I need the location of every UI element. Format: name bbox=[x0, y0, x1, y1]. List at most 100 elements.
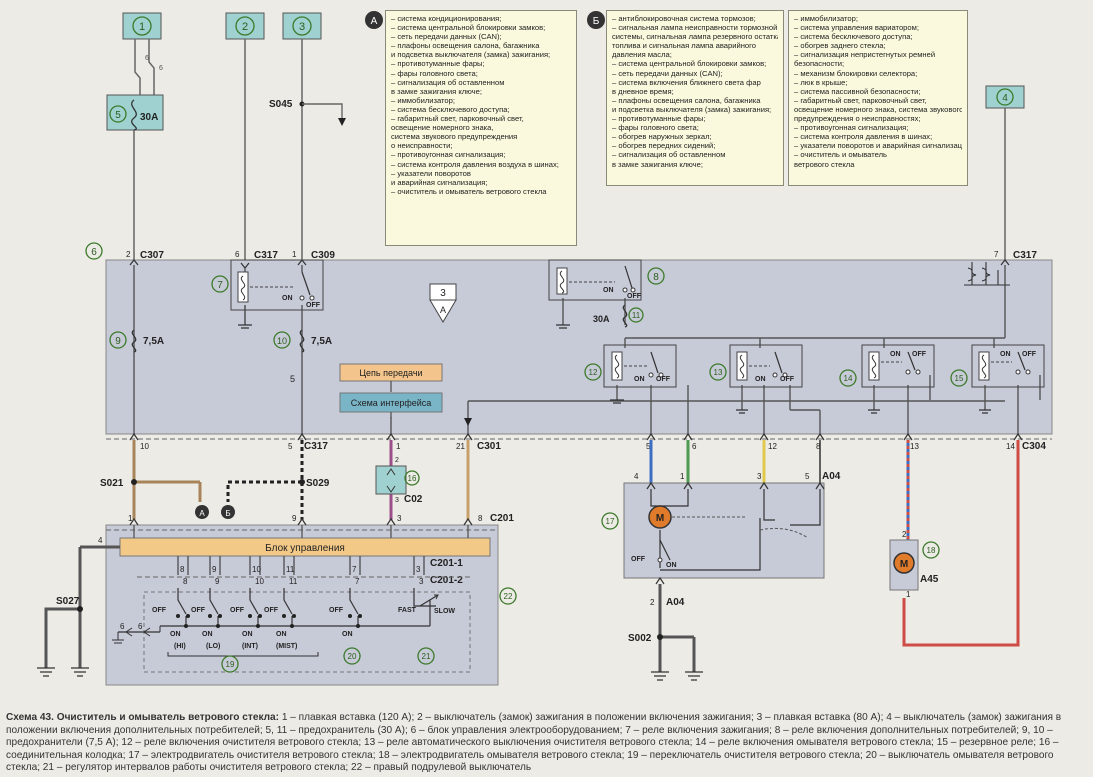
note-item: – противотуманные фары; bbox=[612, 114, 706, 124]
svg-text:S021: S021 bbox=[100, 478, 124, 489]
svg-text:4: 4 bbox=[634, 472, 639, 481]
note-item: освещение номерного знака, система звуко… bbox=[794, 104, 962, 114]
svg-text:19: 19 bbox=[226, 660, 235, 669]
svg-text:C317: C317 bbox=[304, 441, 328, 452]
svg-text:4: 4 bbox=[1002, 93, 1008, 104]
svg-text:10: 10 bbox=[255, 577, 264, 586]
svg-text:11: 11 bbox=[289, 577, 298, 586]
svg-text:ON: ON bbox=[242, 631, 253, 638]
svg-text:8: 8 bbox=[180, 565, 185, 574]
ground-s027: S027 bbox=[37, 547, 89, 677]
svg-text:A45: A45 bbox=[920, 574, 939, 585]
wire-s029: S029 Б bbox=[221, 440, 330, 520]
svg-text:Б: Б bbox=[225, 509, 230, 518]
svg-text:1: 1 bbox=[292, 250, 297, 259]
relay-7: ON OFF 7 bbox=[211, 259, 324, 311]
svg-text:10: 10 bbox=[140, 442, 149, 451]
svg-text:6: 6 bbox=[235, 250, 240, 259]
svg-text:ON: ON bbox=[666, 562, 677, 569]
svg-text:20: 20 bbox=[348, 652, 357, 661]
svg-text:3: 3 bbox=[416, 565, 421, 574]
relay-14: ON OFF 14 bbox=[839, 344, 935, 388]
svg-text:OFF: OFF bbox=[230, 607, 245, 614]
svg-text:M: M bbox=[656, 513, 664, 524]
note-item: топлива и сигнальная лампа аварийного bbox=[612, 41, 756, 51]
note-item: – сигнальная лампа неисправности тормозн… bbox=[612, 23, 778, 33]
svg-text:7,5A: 7,5A bbox=[311, 336, 332, 347]
relay-8: ON OFF 8 bbox=[548, 259, 665, 301]
note-b-marker: Б bbox=[587, 11, 605, 29]
label-6: 6 bbox=[85, 242, 103, 260]
svg-text:6: 6 bbox=[138, 622, 143, 631]
svg-text:17: 17 bbox=[606, 517, 615, 526]
note-item: – система бесключевого доступа; bbox=[794, 32, 913, 42]
note-item: и подсветка выключателя (замка) зажигани… bbox=[391, 50, 551, 60]
svg-text:15: 15 bbox=[955, 374, 964, 383]
svg-text:9: 9 bbox=[292, 514, 297, 523]
svg-text:1: 1 bbox=[128, 514, 133, 523]
svg-text:ON: ON bbox=[890, 351, 901, 358]
svg-text:21: 21 bbox=[422, 652, 431, 661]
svg-text:C201-1: C201-1 bbox=[430, 558, 463, 569]
svg-text:А: А bbox=[371, 16, 378, 27]
wire-c02: 2 3 C02 16 bbox=[375, 440, 423, 520]
note-item: – габаритный свет, парковочный свет, bbox=[391, 114, 524, 124]
svg-text:5: 5 bbox=[646, 442, 651, 451]
svg-text:OFF: OFF bbox=[264, 607, 279, 614]
svg-text:2: 2 bbox=[126, 250, 131, 259]
svg-text:OFF: OFF bbox=[1022, 351, 1037, 358]
svg-text:Б: Б bbox=[593, 16, 600, 27]
svg-text:11: 11 bbox=[286, 565, 295, 574]
fuse-5-box: 5 30A bbox=[106, 94, 164, 131]
svg-text:ON: ON bbox=[282, 295, 293, 302]
svg-text:ON: ON bbox=[634, 376, 645, 383]
interface-scheme-box: Схема интерфейса bbox=[339, 392, 443, 413]
svg-text:6: 6 bbox=[145, 55, 149, 62]
svg-text:4: 4 bbox=[98, 536, 103, 545]
svg-text:8: 8 bbox=[653, 272, 659, 283]
note-item: – плафоны освещения салона, багажника bbox=[391, 41, 540, 51]
source-box-1: 1 bbox=[122, 12, 162, 40]
svg-text:(MIST): (MIST) bbox=[276, 643, 297, 650]
relay-15: ON OFF 15 bbox=[950, 344, 1045, 388]
ground-s002: S002 bbox=[628, 584, 703, 681]
svg-text:A04: A04 bbox=[666, 597, 685, 608]
svg-text:2: 2 bbox=[650, 598, 655, 607]
svg-text:11: 11 bbox=[632, 311, 641, 320]
svg-text:7: 7 bbox=[352, 565, 357, 574]
note-item: в замке зажигания ключе; bbox=[391, 86, 482, 96]
svg-text:Схема интерфейса: Схема интерфейса bbox=[351, 398, 432, 408]
note-item: – система центральной блокировки замков; bbox=[612, 59, 767, 69]
note-item: освещение номерного знака, bbox=[391, 123, 494, 133]
filter-network bbox=[964, 262, 1010, 286]
svg-text:3: 3 bbox=[419, 577, 424, 586]
svg-text:M: M bbox=[900, 559, 908, 570]
svg-text:14: 14 bbox=[844, 374, 853, 383]
note-item: в замке зажигания ключе; bbox=[612, 159, 703, 169]
svg-text:6: 6 bbox=[91, 247, 97, 258]
svg-text:C317: C317 bbox=[1013, 250, 1037, 261]
note-item: – противотуманные фары; bbox=[391, 59, 485, 69]
caption-text: 1 – плавкая вставка (120 А); 2 – выключа… bbox=[6, 712, 1062, 774]
svg-text:C201: C201 bbox=[490, 513, 514, 524]
svg-text:A04: A04 bbox=[822, 471, 841, 482]
svg-text:5: 5 bbox=[290, 374, 295, 384]
svg-text:(INT): (INT) bbox=[242, 643, 258, 650]
svg-text:5: 5 bbox=[805, 472, 810, 481]
svg-text:6: 6 bbox=[159, 65, 163, 72]
note-a-list: – система кондиционирования;– система це… bbox=[391, 14, 571, 196]
svg-text:Цепь передачи: Цепь передачи bbox=[359, 368, 422, 378]
note-item: – очиститель и омыватель bbox=[794, 150, 887, 160]
note-item: – система пассивной безопасности; bbox=[794, 86, 921, 96]
svg-text:1: 1 bbox=[396, 442, 401, 451]
note-item: – сигнализация непристегнутых ремней bbox=[794, 50, 936, 60]
wiper-motor-17: 4 1 3 5 A04 M OFF ON 17 2 A04 bbox=[601, 471, 841, 608]
svg-text:SLOW: SLOW bbox=[434, 608, 455, 615]
svg-text:OFF: OFF bbox=[329, 607, 344, 614]
fuse-5-rating: 30A bbox=[140, 112, 158, 123]
svg-text:12: 12 bbox=[768, 442, 777, 451]
svg-text:13: 13 bbox=[910, 442, 919, 451]
svg-text:S045: S045 bbox=[269, 99, 293, 110]
svg-text:ON: ON bbox=[276, 631, 287, 638]
